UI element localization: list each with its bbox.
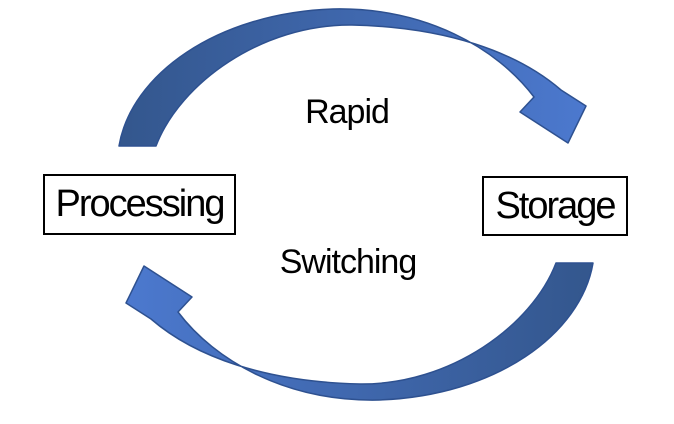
label-switching: Switching xyxy=(279,243,418,281)
node-storage-label: Storage xyxy=(495,184,616,227)
node-storage: Storage xyxy=(482,176,628,236)
bottom-curved-arrow xyxy=(125,262,594,401)
node-processing: Processing xyxy=(43,174,236,235)
node-processing-label: Processing xyxy=(55,183,226,225)
label-rapid: Rapid xyxy=(305,93,390,131)
